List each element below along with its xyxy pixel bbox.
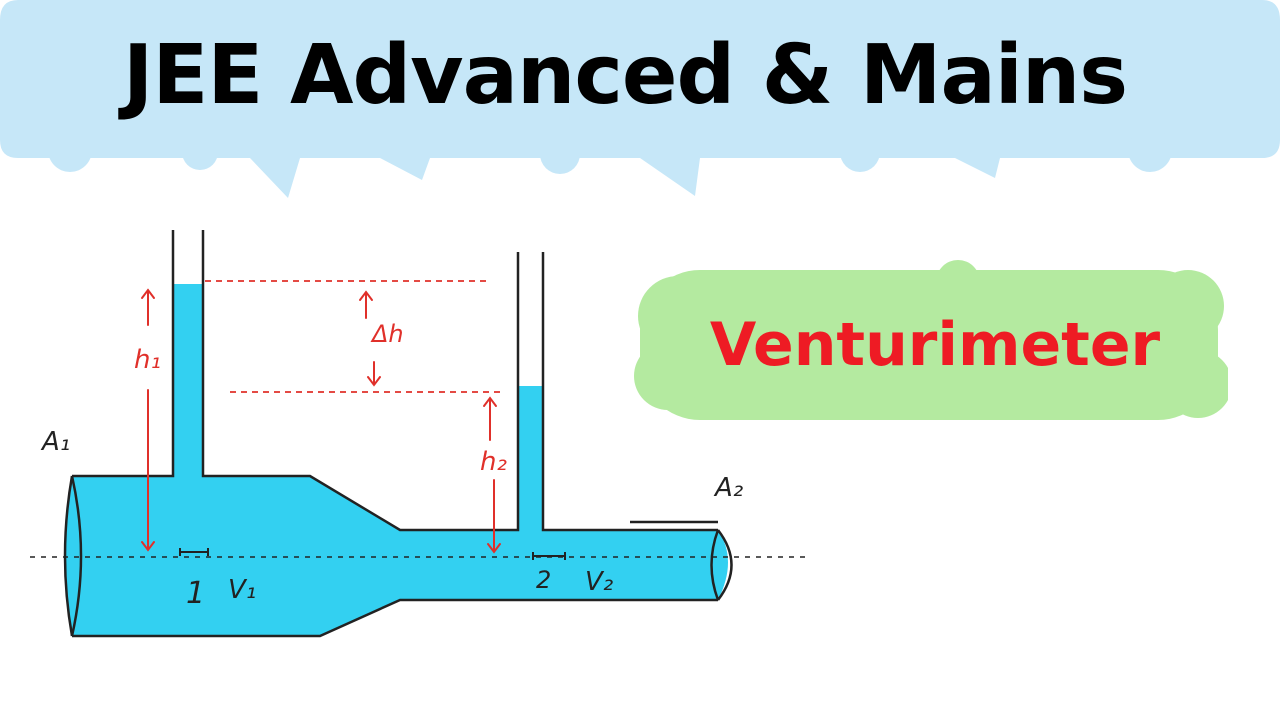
venturimeter-diagram: A₁ A₂ h₁ h₂ Δh 1 2 V₁ V₂ — [30, 230, 810, 638]
label-v1: V₁ — [228, 575, 256, 605]
label-point-2: 2 — [536, 566, 551, 594]
label-a2: A₂ — [713, 473, 743, 503]
label-point-1: 1 — [186, 576, 205, 611]
label-a1: A₁ — [40, 427, 70, 457]
topic-label: Venturimeter — [709, 310, 1161, 380]
label-h1: h₁ — [134, 345, 161, 375]
point-markers — [179, 548, 566, 560]
page-title: JEE Advanced & Mains — [122, 28, 1128, 123]
title-banner — [0, 0, 1280, 198]
label-h2: h₂ — [480, 447, 507, 477]
level-lines — [205, 280, 500, 393]
speech-bubble — [0, 0, 1280, 198]
topic-badge — [634, 260, 1228, 420]
label-dh: Δh — [370, 320, 404, 348]
height-arrows — [141, 288, 501, 554]
label-v2: V₂ — [585, 567, 613, 597]
pipe-outline — [63, 230, 733, 638]
fluid — [65, 284, 728, 636]
